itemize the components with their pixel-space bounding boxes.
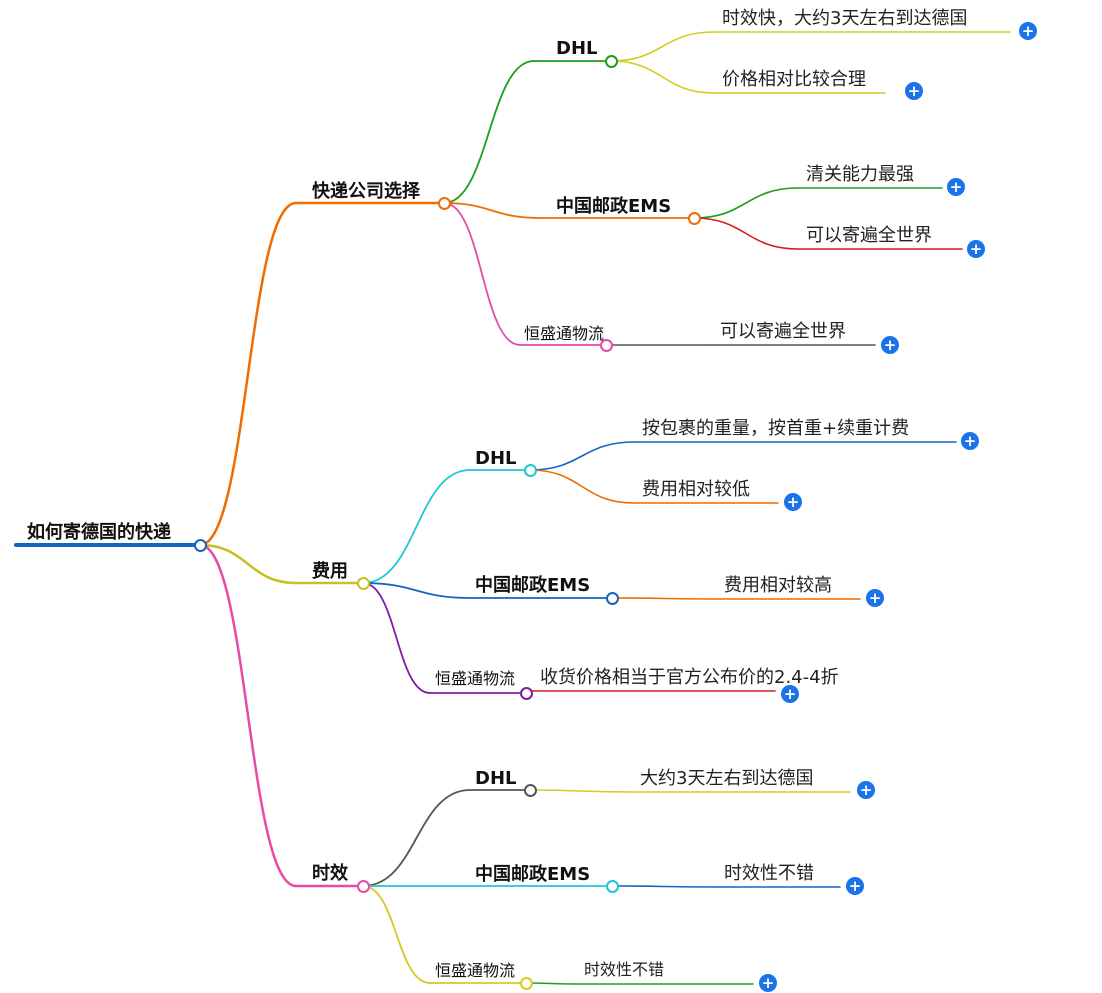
connector-branch-1-child-1-leaf-2 xyxy=(610,60,715,94)
branch-2-child-3-node-dot[interactable] xyxy=(519,686,533,700)
branch-1-label: 快递公司选择 xyxy=(312,181,420,202)
branch-2-child-1-node-dot[interactable] xyxy=(523,463,537,477)
connector-branch-3-child-1 xyxy=(362,789,471,887)
leaf-2-2-1-label: 费用相对较高 xyxy=(724,575,832,596)
plus-circle-icon[interactable]: + xyxy=(1019,22,1037,40)
plus-circle-icon[interactable]: + xyxy=(881,336,899,354)
connector-branch-3-child-3-leaf-1 xyxy=(525,982,577,985)
leaf-1-1-2-label: 价格相对比较合理 xyxy=(722,69,866,90)
branch-1-child-3-label: 恒盛通物流 xyxy=(524,324,605,343)
connector-root-to-branch-3 xyxy=(198,543,298,888)
leaf-1-3-1-label: 可以寄遍全世界 xyxy=(720,321,846,342)
connector-branch-3-child-3 xyxy=(362,885,431,984)
plus-circle-icon[interactable]: + xyxy=(961,432,979,450)
plus-circle-icon[interactable]: + xyxy=(759,974,777,992)
branch-3-child-1-node-dot[interactable] xyxy=(523,783,537,797)
branch-1-child-1-label: DHL xyxy=(556,38,598,59)
connector-branch-1-child-1-leaf-1 xyxy=(610,31,715,62)
plus-circle-icon[interactable]: + xyxy=(866,589,884,607)
branch-1-child-1-node-dot[interactable] xyxy=(604,54,618,68)
branch-2-child-2-label: 中国邮政EMS xyxy=(475,575,591,596)
plus-circle-icon[interactable]: + xyxy=(967,240,985,258)
branch-3-child-2-node-dot[interactable] xyxy=(605,879,619,893)
branch-3-label: 时效 xyxy=(312,863,348,884)
branch-2-node-dot[interactable] xyxy=(356,576,370,590)
leaf-1-2-1-label: 清关能力最强 xyxy=(806,164,914,185)
plus-circle-icon[interactable]: + xyxy=(784,493,802,511)
branch-3-child-1-label: DHL xyxy=(475,768,517,789)
connector-branch-2-child-2 xyxy=(362,582,471,599)
connector-branch-3-child-1-leaf-1 xyxy=(529,789,633,793)
leaf-1-1-1-label: 时效快，大约3天左右到达德国 xyxy=(722,8,968,29)
connector-branch-2-child-2-leaf-1 xyxy=(611,597,717,600)
connector-branch-1-child-2-leaf-2 xyxy=(693,217,799,250)
branch-3-node-dot[interactable] xyxy=(356,879,370,893)
branch-3-child-3-node-dot[interactable] xyxy=(519,976,533,990)
root-node-label: 如何寄德国的快递 xyxy=(27,522,171,543)
leaf-2-1-2-label: 费用相对较低 xyxy=(642,479,750,500)
branch-1-child-3-node-dot[interactable] xyxy=(599,338,613,352)
branch-1-child-2-node-dot[interactable] xyxy=(687,211,701,225)
connector-root-to-branch-2 xyxy=(198,543,298,585)
branch-1-node-dot[interactable] xyxy=(437,196,451,210)
leaf-3-2-1-label: 时效性不错 xyxy=(724,863,814,884)
leaf-2-3-1-label: 收货价格相当于官方公布价的2.4-4折 xyxy=(540,667,839,688)
connector-branch-2-child-1 xyxy=(362,469,471,584)
connector-root-to-branch-1 xyxy=(198,201,298,547)
root-node-dot[interactable] xyxy=(193,538,207,552)
connector-branch-3-child-2-leaf-1 xyxy=(611,885,717,888)
connector-branch-1-child-3 xyxy=(443,202,521,346)
connector-branch-1-child-2 xyxy=(443,202,541,219)
branch-2-label: 费用 xyxy=(312,561,348,582)
plus-circle-icon[interactable]: + xyxy=(781,685,799,703)
branch-2-child-2-node-dot[interactable] xyxy=(605,591,619,605)
plus-circle-icon[interactable]: + xyxy=(905,82,923,100)
leaf-3-3-1-label: 时效性不错 xyxy=(584,960,665,979)
branch-2-child-3-label: 恒盛通物流 xyxy=(435,669,516,688)
leaf-2-1-1-label: 按包裹的重量，按首重+续重计费 xyxy=(642,418,910,439)
plus-circle-icon[interactable]: + xyxy=(846,877,864,895)
connector-branch-2-child-1-leaf-1 xyxy=(529,441,635,471)
connector-branch-2-child-1-leaf-2 xyxy=(529,469,635,504)
leaf-3-1-1-label: 大约3天左右到达德国 xyxy=(640,768,814,789)
plus-circle-icon[interactable]: + xyxy=(857,781,875,799)
plus-circle-icon[interactable]: + xyxy=(947,178,965,196)
connector-branch-1-child-1 xyxy=(443,60,535,204)
branch-3-child-2-label: 中国邮政EMS xyxy=(475,864,591,885)
branch-3-child-3-label: 恒盛通物流 xyxy=(435,961,516,980)
leaf-1-2-2-label: 可以寄遍全世界 xyxy=(806,225,932,246)
branch-2-child-1-label: DHL xyxy=(475,448,517,469)
connector-branch-2-child-3 xyxy=(362,582,431,694)
branch-1-child-2-label: 中国邮政EMS xyxy=(556,196,672,217)
connector-branch-1-child-2-leaf-1 xyxy=(693,187,799,219)
